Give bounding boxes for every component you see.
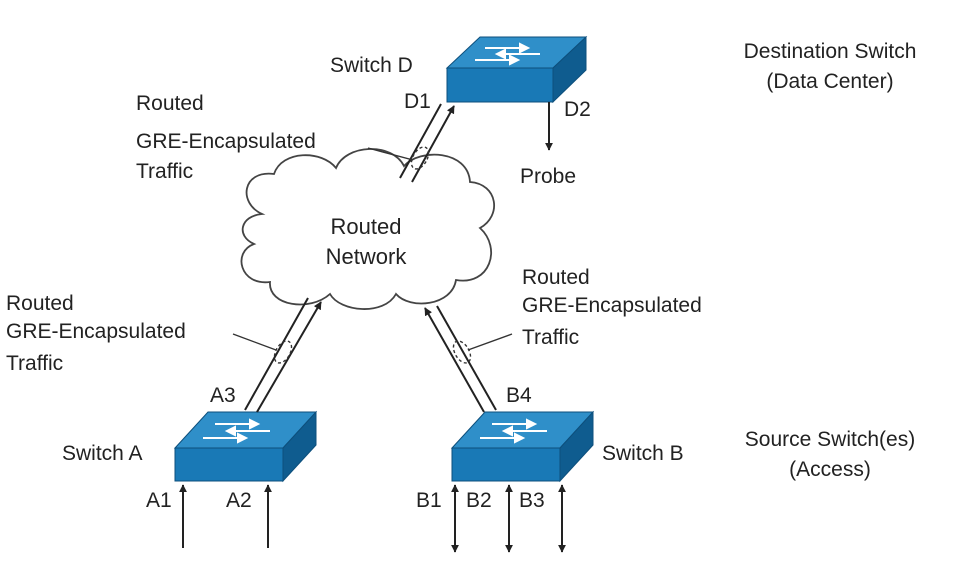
- source-caption-line2: (Access): [789, 458, 871, 481]
- port-a2-label: A2: [226, 489, 252, 512]
- gre-tunnel-left: [232, 297, 322, 413]
- cloud-label-line2: Network: [326, 244, 408, 269]
- cloud-label-line1: Routed: [331, 214, 402, 239]
- port-a3-label: A3: [210, 384, 236, 407]
- port-a1-label: A1: [146, 489, 172, 512]
- switch-a-label: Switch A: [62, 442, 143, 465]
- port-b1-label: B1: [416, 489, 442, 512]
- gre-label-right-line1: Routed: [522, 266, 590, 289]
- gre-tunnel-top: [367, 103, 455, 183]
- port-b4-label: B4: [506, 384, 532, 407]
- destination-caption-line2: (Data Center): [766, 70, 893, 93]
- source-caption-line1: Source Switch(es): [745, 428, 915, 451]
- port-d1-label: D1: [404, 90, 431, 113]
- gre-label-top-line3: Traffic: [136, 160, 193, 183]
- port-b3-label: B3: [519, 489, 545, 512]
- cloud-icon: [240, 148, 495, 310]
- switch-d-icon: [445, 35, 588, 104]
- destination-caption-line1: Destination Switch: [744, 40, 917, 63]
- port-d2-label: D2: [564, 98, 591, 121]
- gre-label-left-line2: GRE-Encapsulated: [6, 320, 186, 343]
- gre-label-top-line2: GRE-Encapsulated: [136, 130, 316, 153]
- gre-label-left-line1: Routed: [6, 292, 74, 315]
- switch-b-icon: [450, 410, 595, 483]
- gre-tunnel-right: [424, 305, 513, 413]
- gre-label-left-line3: Traffic: [6, 352, 63, 375]
- switch-b-label: Switch B: [602, 442, 684, 465]
- probe-label: Probe: [520, 165, 576, 188]
- switch-a-icon: [173, 410, 318, 483]
- gre-label-top-line1: Routed: [136, 92, 204, 115]
- gre-label-right-line2: GRE-Encapsulated: [522, 294, 702, 317]
- switch-d-label: Switch D: [330, 54, 413, 77]
- port-b2-label: B2: [466, 489, 492, 512]
- gre-label-right-line3: Traffic: [522, 326, 579, 349]
